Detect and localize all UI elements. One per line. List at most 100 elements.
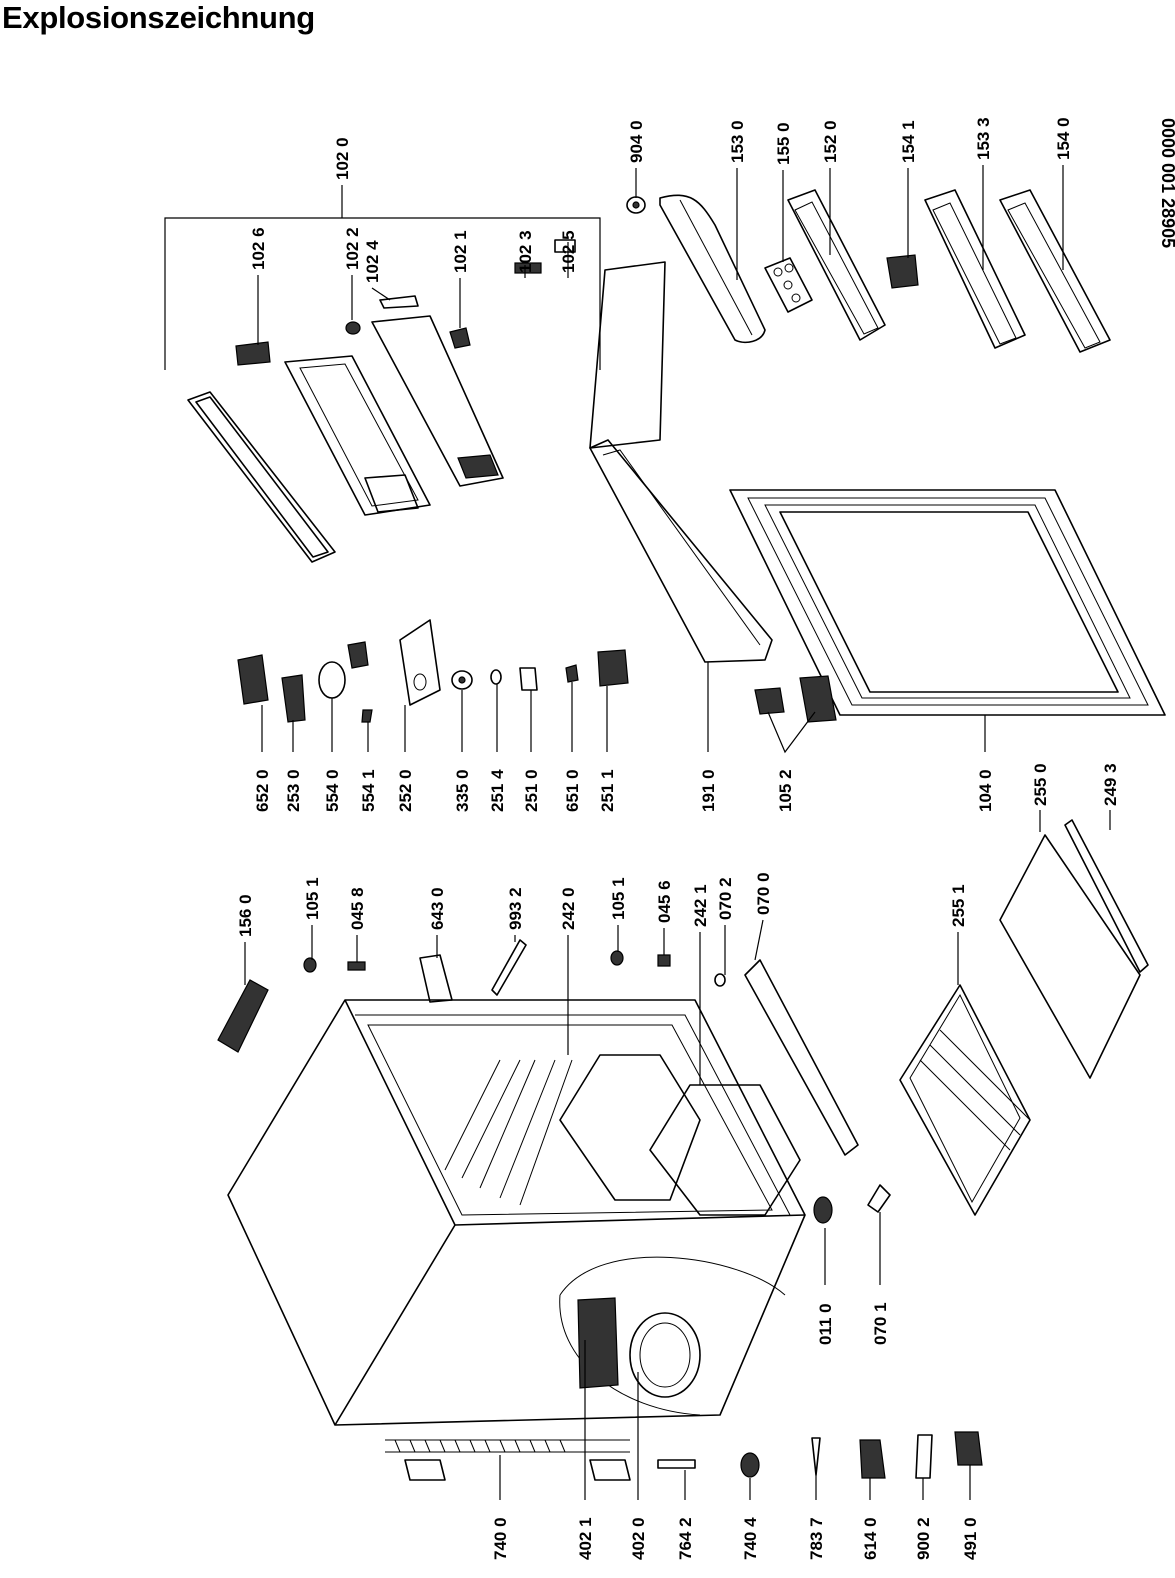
evaporator-plate [371, 315, 504, 487]
part-1022 [345, 321, 361, 335]
label-1550: 155 0 [774, 122, 793, 165]
part-6520 [237, 654, 269, 705]
door-shelf-1533 [924, 189, 1026, 349]
freezer-compartment-frame [284, 355, 431, 516]
label-1026: 102 6 [249, 227, 268, 270]
ice-tray-1560 [217, 979, 269, 1053]
label-7837: 783 7 [807, 1517, 826, 1560]
label-1541: 154 1 [899, 120, 918, 163]
label-0700: 070 0 [754, 872, 773, 915]
label-4910: 491 0 [961, 1517, 980, 1560]
part-0456 [657, 954, 671, 967]
label-1560: 156 0 [236, 894, 255, 937]
part-1024 [379, 295, 419, 309]
part-7404 [740, 1452, 760, 1478]
label-1520: 152 0 [821, 120, 840, 163]
part-3350 [451, 670, 473, 690]
part-1051-b [610, 950, 624, 966]
label-2510: 251 0 [522, 769, 541, 812]
document-number: 0000 001 28905 [1158, 118, 1175, 248]
freezer-door-gasket [187, 391, 336, 563]
part-1021 [449, 327, 471, 349]
label-1052: 105 2 [776, 769, 795, 812]
bracket-1020 [164, 185, 601, 370]
part-2514 [490, 669, 502, 685]
part-9002 [915, 1434, 933, 1479]
label-2493: 249 3 [1101, 763, 1120, 806]
label-6140: 614 0 [861, 1517, 880, 1560]
part-1025 [554, 239, 576, 253]
label-2514: 251 4 [488, 769, 507, 812]
label-9932: 993 2 [506, 887, 525, 930]
label-2420: 242 0 [559, 887, 578, 930]
label-2421: 242 1 [691, 884, 710, 927]
label-1533: 153 3 [974, 117, 993, 160]
label-4021: 402 1 [576, 1517, 595, 1560]
part-9040 [626, 196, 646, 214]
label-1024: 102 4 [363, 240, 382, 283]
part-1051-a [303, 957, 317, 973]
label-0456: 045 6 [655, 880, 674, 923]
door-shelf-1520 [787, 189, 886, 341]
light-housing-2511 [597, 649, 629, 687]
gear-0110 [813, 1196, 833, 1224]
part-1023 [514, 262, 542, 274]
part-labels: 102 0 102 6 102 2 102 4 102 1 102 3 102 … [236, 117, 1120, 1560]
glass-shelf-2551 [899, 984, 1031, 1216]
trim-2493 [1064, 819, 1149, 973]
leader-lines [244, 165, 1111, 1500]
label-1910: 191 0 [699, 769, 718, 812]
label-7404: 740 4 [741, 1517, 760, 1560]
label-2520: 252 0 [396, 769, 415, 812]
part-9932 [491, 939, 527, 996]
label-6510: 651 0 [563, 769, 582, 812]
label-7642: 764 2 [676, 1517, 695, 1560]
label-9002: 900 2 [914, 1517, 933, 1560]
thermostat-knob-5540 [318, 641, 369, 699]
freezer-door-1910 [589, 261, 773, 663]
label-6520: 652 0 [253, 769, 272, 812]
label-2550: 255 0 [1031, 763, 1050, 806]
part-7837 [811, 1437, 821, 1476]
part-2530 [281, 674, 306, 723]
label-1051-a: 105 1 [303, 877, 322, 920]
door-bar-0700 [744, 959, 859, 1156]
part-4910 [954, 1431, 983, 1466]
part-7642 [657, 1459, 696, 1469]
label-1530: 153 0 [728, 120, 747, 163]
door-shelf-1540 [999, 189, 1111, 353]
label-4020: 402 0 [629, 1517, 648, 1560]
label-9040: 904 0 [627, 120, 646, 163]
label-5541: 554 1 [359, 769, 378, 812]
label-2530: 253 0 [284, 769, 303, 812]
part-0458 [347, 961, 366, 971]
label-0110: 011 0 [816, 1303, 835, 1345]
label-6430: 643 0 [428, 887, 447, 930]
hinge-part-1026 [235, 341, 271, 366]
door-shelf-1530 [659, 194, 766, 344]
label-1051-b: 105 1 [609, 877, 628, 920]
label-7400: 740 0 [491, 1517, 510, 1560]
label-1025: 102 5 [559, 230, 578, 273]
label-2511: 251 1 [598, 769, 617, 812]
glass-plate-2550 [999, 834, 1141, 1079]
part-2510 [519, 667, 538, 691]
label-1021: 102 1 [451, 230, 470, 273]
part-0702 [714, 973, 726, 987]
part-0701 [867, 1184, 891, 1213]
label-1023: 102 3 [516, 230, 535, 273]
label-5540: 554 0 [323, 769, 342, 812]
part-6430 [419, 954, 453, 1003]
label-3350: 335 0 [453, 769, 472, 812]
label-0458: 045 8 [348, 887, 367, 930]
cabinet-body [227, 999, 806, 1481]
label-1040: 104 0 [976, 769, 995, 812]
hinge-1052 [754, 675, 837, 723]
fridge-door-1040 [729, 489, 1166, 716]
egg-tray-1550 [764, 257, 813, 313]
part-6140 [859, 1439, 886, 1479]
label-1540: 154 0 [1054, 117, 1073, 160]
label-0702: 070 2 [716, 877, 735, 920]
page-title: Explosionszeichnung [2, 0, 315, 35]
